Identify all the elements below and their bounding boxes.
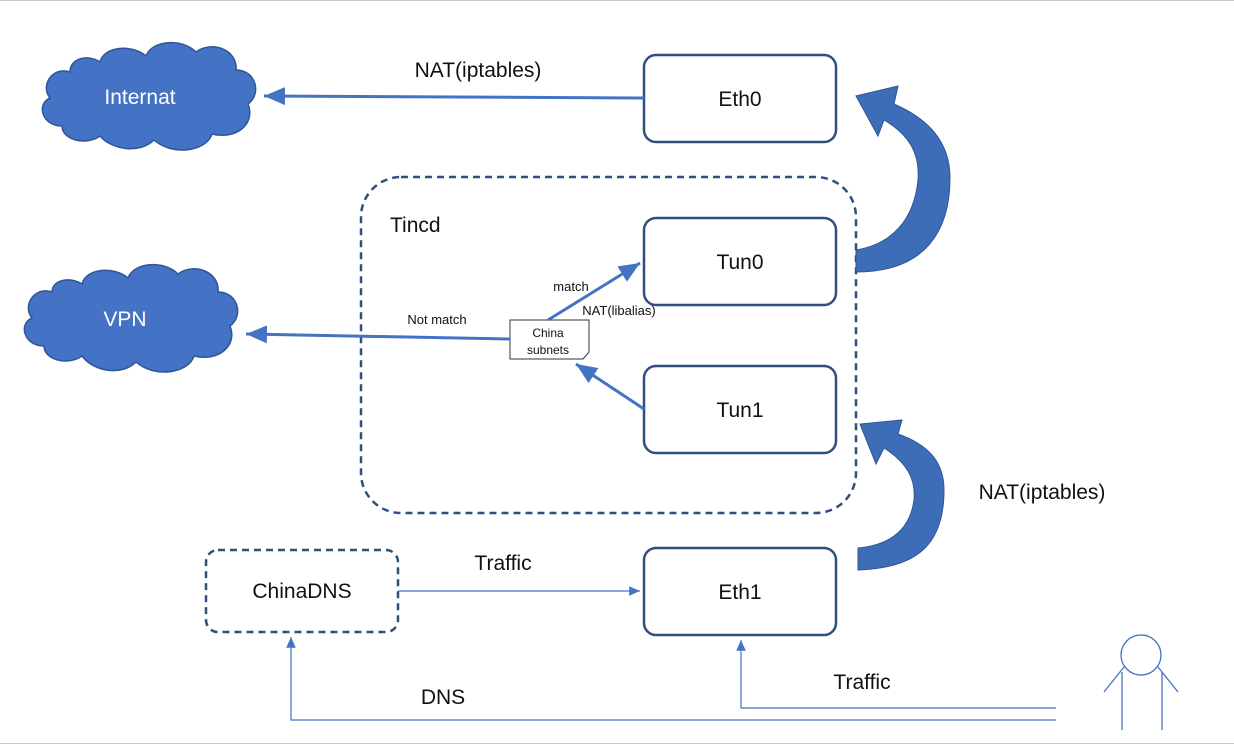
frame-bottom-border bbox=[0, 743, 1234, 744]
user-to-eth1-label: Traffic bbox=[833, 671, 890, 694]
frame-top-border bbox=[0, 0, 1234, 1]
tun0-to-eth0-curved-arrow bbox=[855, 85, 951, 273]
tincd-group: Tincd bbox=[359, 175, 858, 515]
vpn-cloud-label: VPN bbox=[103, 308, 146, 331]
chinadns-to-eth1-label: Traffic bbox=[474, 552, 531, 575]
subnets-to-vpn-arrow bbox=[245, 325, 511, 344]
eth0-box: Eth0 bbox=[642, 53, 838, 144]
tun1-box: Tun1 bbox=[642, 364, 838, 455]
internet-cloud: Internat bbox=[41, 41, 257, 151]
eth0-label: Eth0 bbox=[718, 88, 761, 111]
tun0-box: Tun0 bbox=[642, 216, 838, 307]
subnets-to-tun0-arrow bbox=[547, 261, 641, 322]
user-to-eth1-arrow bbox=[736, 640, 1056, 709]
subnets-to-tun0-match-label: match bbox=[553, 279, 588, 294]
user-icon bbox=[1103, 634, 1179, 730]
subnets-to-vpn-label: Not match bbox=[407, 312, 466, 327]
user-to-chinadns-arrow bbox=[286, 637, 1056, 721]
eth0-to-internet-label: NAT(iptables) bbox=[415, 59, 542, 82]
tincd-label: Tincd bbox=[390, 214, 441, 237]
eth1-box: Eth1 bbox=[642, 546, 838, 637]
chinadns-label: ChinaDNS bbox=[252, 580, 351, 603]
tun1-to-subnets-arrow bbox=[575, 362, 645, 411]
tun0-label: Tun0 bbox=[716, 251, 763, 274]
vpn-cloud: VPN bbox=[23, 263, 239, 373]
china-subnets-label-line1: China bbox=[532, 326, 564, 340]
china-subnets-label-line2: subnets bbox=[527, 343, 569, 357]
tun1-label: Tun1 bbox=[716, 399, 763, 422]
eth0-to-internet-arrow bbox=[263, 87, 645, 106]
internet-cloud-label: Internat bbox=[104, 86, 175, 109]
chinadns-box: ChinaDNS bbox=[204, 548, 400, 634]
user-to-chinadns-label: DNS bbox=[421, 686, 465, 709]
eth1-label: Eth1 bbox=[718, 581, 761, 604]
eth1-to-tun1-label: NAT(iptables) bbox=[979, 481, 1106, 504]
eth1-to-tun1-curved-arrow bbox=[857, 419, 945, 571]
subnets-to-tun0-nat-label: NAT(libalias) bbox=[582, 303, 655, 318]
china-subnets-box: China subnets bbox=[509, 319, 590, 360]
